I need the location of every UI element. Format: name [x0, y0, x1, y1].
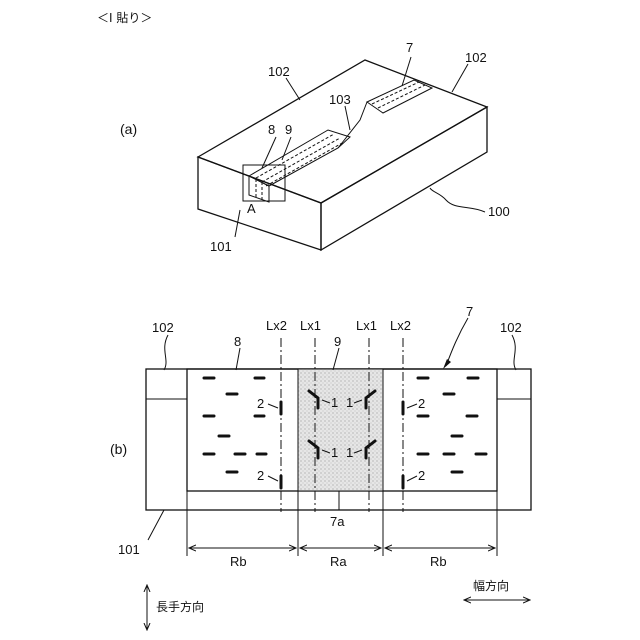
- figure-header: ＜I 貼り＞: [97, 10, 152, 25]
- label-lx2-left: Lx2: [266, 318, 287, 333]
- leader-b-102-right: [512, 335, 516, 370]
- label-1-ul: 1: [331, 395, 338, 410]
- leader-b-7: [446, 318, 468, 366]
- direction-indicators: 幅方向 長手方向: [147, 578, 530, 630]
- width-direction-label: 幅方向: [473, 578, 509, 593]
- dim-label-rb-left: Rb: [230, 554, 247, 569]
- label-1-ur: 1: [346, 395, 353, 410]
- callout-100: 100: [488, 204, 510, 219]
- label-lx2-right: Lx2: [390, 318, 411, 333]
- central-zone-9: [298, 369, 383, 491]
- callout-8: 8: [268, 122, 275, 137]
- callout-b-7a: 7a: [330, 514, 345, 529]
- label-1-ll: 1: [331, 445, 338, 460]
- callout-b-101: 101: [118, 542, 140, 557]
- tape-front-segment: [249, 130, 350, 186]
- leader-8: [262, 137, 276, 168]
- callout-102-left: 102: [268, 64, 290, 79]
- callout-b-102-right: 102: [500, 320, 522, 335]
- leader-9: [282, 137, 291, 160]
- panel-b-label: (b): [110, 441, 127, 457]
- block-front-face: [198, 157, 321, 250]
- tape-rear-segment: [367, 80, 432, 113]
- leader-100: [430, 188, 485, 212]
- label-1-lr: 1: [346, 445, 353, 460]
- dim-label-rb-right: Rb: [430, 554, 447, 569]
- leader-103: [345, 106, 350, 130]
- leader-b-102-left: [164, 335, 168, 370]
- dim-label-ra: Ra: [330, 554, 347, 569]
- block-body: [198, 60, 487, 250]
- label-2-lr: 2: [418, 468, 425, 483]
- callout-7: 7: [406, 40, 413, 55]
- callout-b-102-left: 102: [152, 320, 174, 335]
- callout-101: 101: [210, 239, 232, 254]
- leader-102-left: [286, 78, 300, 100]
- callout-b-8: 8: [234, 334, 241, 349]
- callout-102-right: 102: [465, 50, 487, 65]
- callout-103: 103: [329, 92, 351, 107]
- callout-b-7: 7: [466, 304, 473, 319]
- tape-front-dashes-3: [266, 142, 344, 186]
- leader-b-9: [333, 348, 339, 370]
- perforation-left: [204, 378, 266, 472]
- leader-101: [235, 210, 240, 237]
- tape-gap-line: [338, 102, 367, 148]
- panel-a: (a): [120, 40, 510, 254]
- callout-9: 9: [285, 122, 292, 137]
- length-direction-label: 長手方向: [156, 599, 204, 614]
- panel-b: (b): [110, 304, 531, 569]
- label-lx1-left: Lx1: [300, 318, 321, 333]
- tape-rear-dashes-2: [378, 85, 425, 108]
- label-2-ul: 2: [257, 396, 264, 411]
- tape-front-dashes-2: [262, 138, 340, 182]
- label-2-ll: 2: [257, 468, 264, 483]
- callout-A: A: [247, 201, 256, 216]
- leader-b-8: [236, 348, 240, 370]
- perforation-right: [418, 378, 486, 472]
- label-2-ur: 2: [418, 396, 425, 411]
- label-lx1-right: Lx1: [356, 318, 377, 333]
- leader-102-right: [452, 64, 468, 92]
- tape-rear-dashes: [372, 82, 419, 104]
- block-side-face: [321, 107, 487, 250]
- leader-b-7-arrow: [443, 359, 451, 369]
- leader-b-101: [148, 510, 164, 540]
- panel-a-label: (a): [120, 121, 137, 137]
- callout-b-9: 9: [334, 334, 341, 349]
